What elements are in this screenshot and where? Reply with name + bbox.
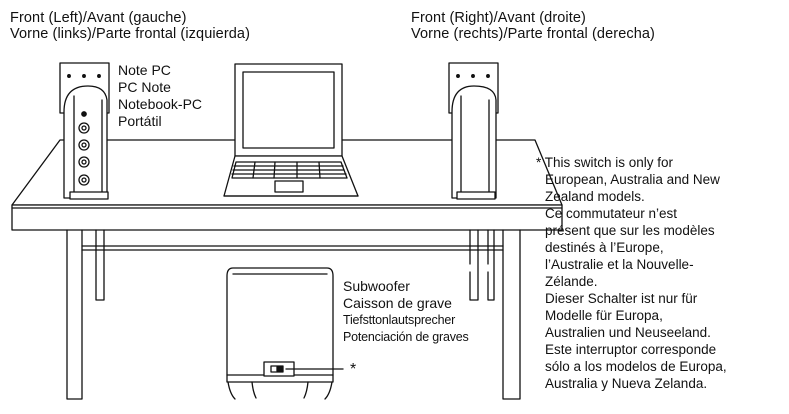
label-front-right-line2: Vorne (rechts)/Parte frontal (derecha): [411, 26, 655, 42]
laptop-screen: [234, 63, 343, 157]
label-subwoofer-line1: Subwoofer: [343, 278, 410, 294]
label-note-pc-line4: Portátil: [118, 113, 162, 129]
label-subwoofer-line3: Tiefsttonlautsprecher: [343, 313, 456, 327]
table-leg-back-right: [469, 229, 479, 301]
label-subwoofer-line2: Caisson de grave: [343, 295, 452, 311]
label-front-left-line2: Vorne (links)/Parte frontal (izquierda): [10, 26, 251, 42]
footnote-line: European, Australia and New: [545, 172, 720, 187]
table-leg-front-left: [66, 229, 83, 400]
table-leg-back-left: [95, 229, 105, 301]
laptop-touchpad: [274, 180, 304, 193]
region-switch-icon: [270, 365, 284, 373]
power-indicator-icon: [81, 111, 87, 117]
table-top-front-edge: [11, 204, 563, 231]
bass-knob-icon: [78, 139, 90, 151]
treble-knob-icon: [78, 156, 90, 168]
label-subwoofer-line4: Potenciación de graves: [343, 330, 469, 344]
footnote-line: * This switch is only for: [536, 155, 674, 170]
switch-marker: *: [350, 361, 357, 378]
headphone-jack-icon: [78, 174, 90, 186]
footnote-line: destinés à l’Europe,: [545, 240, 664, 255]
footnote-line: Dieser Schalter ist nur für: [545, 291, 698, 306]
footnote-line: sólo a los modelos de Europa,: [545, 359, 727, 374]
volume-knob-icon: [78, 122, 90, 134]
footnote-line: l’Australie et la Nouvelle-: [545, 257, 694, 272]
label-note-pc-line3: Notebook-PC: [118, 96, 203, 112]
footnote-line: Ce commutateur n’est: [545, 206, 678, 221]
label-front-right-line1: Front (Right)/Avant (droite): [411, 10, 586, 26]
subwoofer: [226, 267, 344, 400]
footnote-line: présent que sur les modèles: [545, 223, 715, 238]
table-leg-front-right: [502, 229, 521, 400]
footnote-line: Australien und Neuseeland.: [545, 325, 711, 340]
footnote-line: Modelle für Europa,: [545, 308, 663, 323]
notebook-pc: [223, 63, 359, 197]
footnote-line: Australia y Nueva Zelanda.: [545, 376, 708, 391]
label-note-pc-line1: Note PC: [118, 62, 171, 78]
footnote-line: Zealand models.: [545, 189, 645, 204]
label-note-pc-line2: PC Note: [118, 79, 171, 95]
footnote-line: Este interruptor corresponde: [545, 342, 717, 357]
label-front-left-line1: Front (Left)/Avant (gauche): [10, 10, 187, 26]
speaker-front-right: [451, 85, 497, 200]
speaker-front-left: [63, 85, 109, 200]
footnote-line: Zélande.: [545, 274, 598, 289]
